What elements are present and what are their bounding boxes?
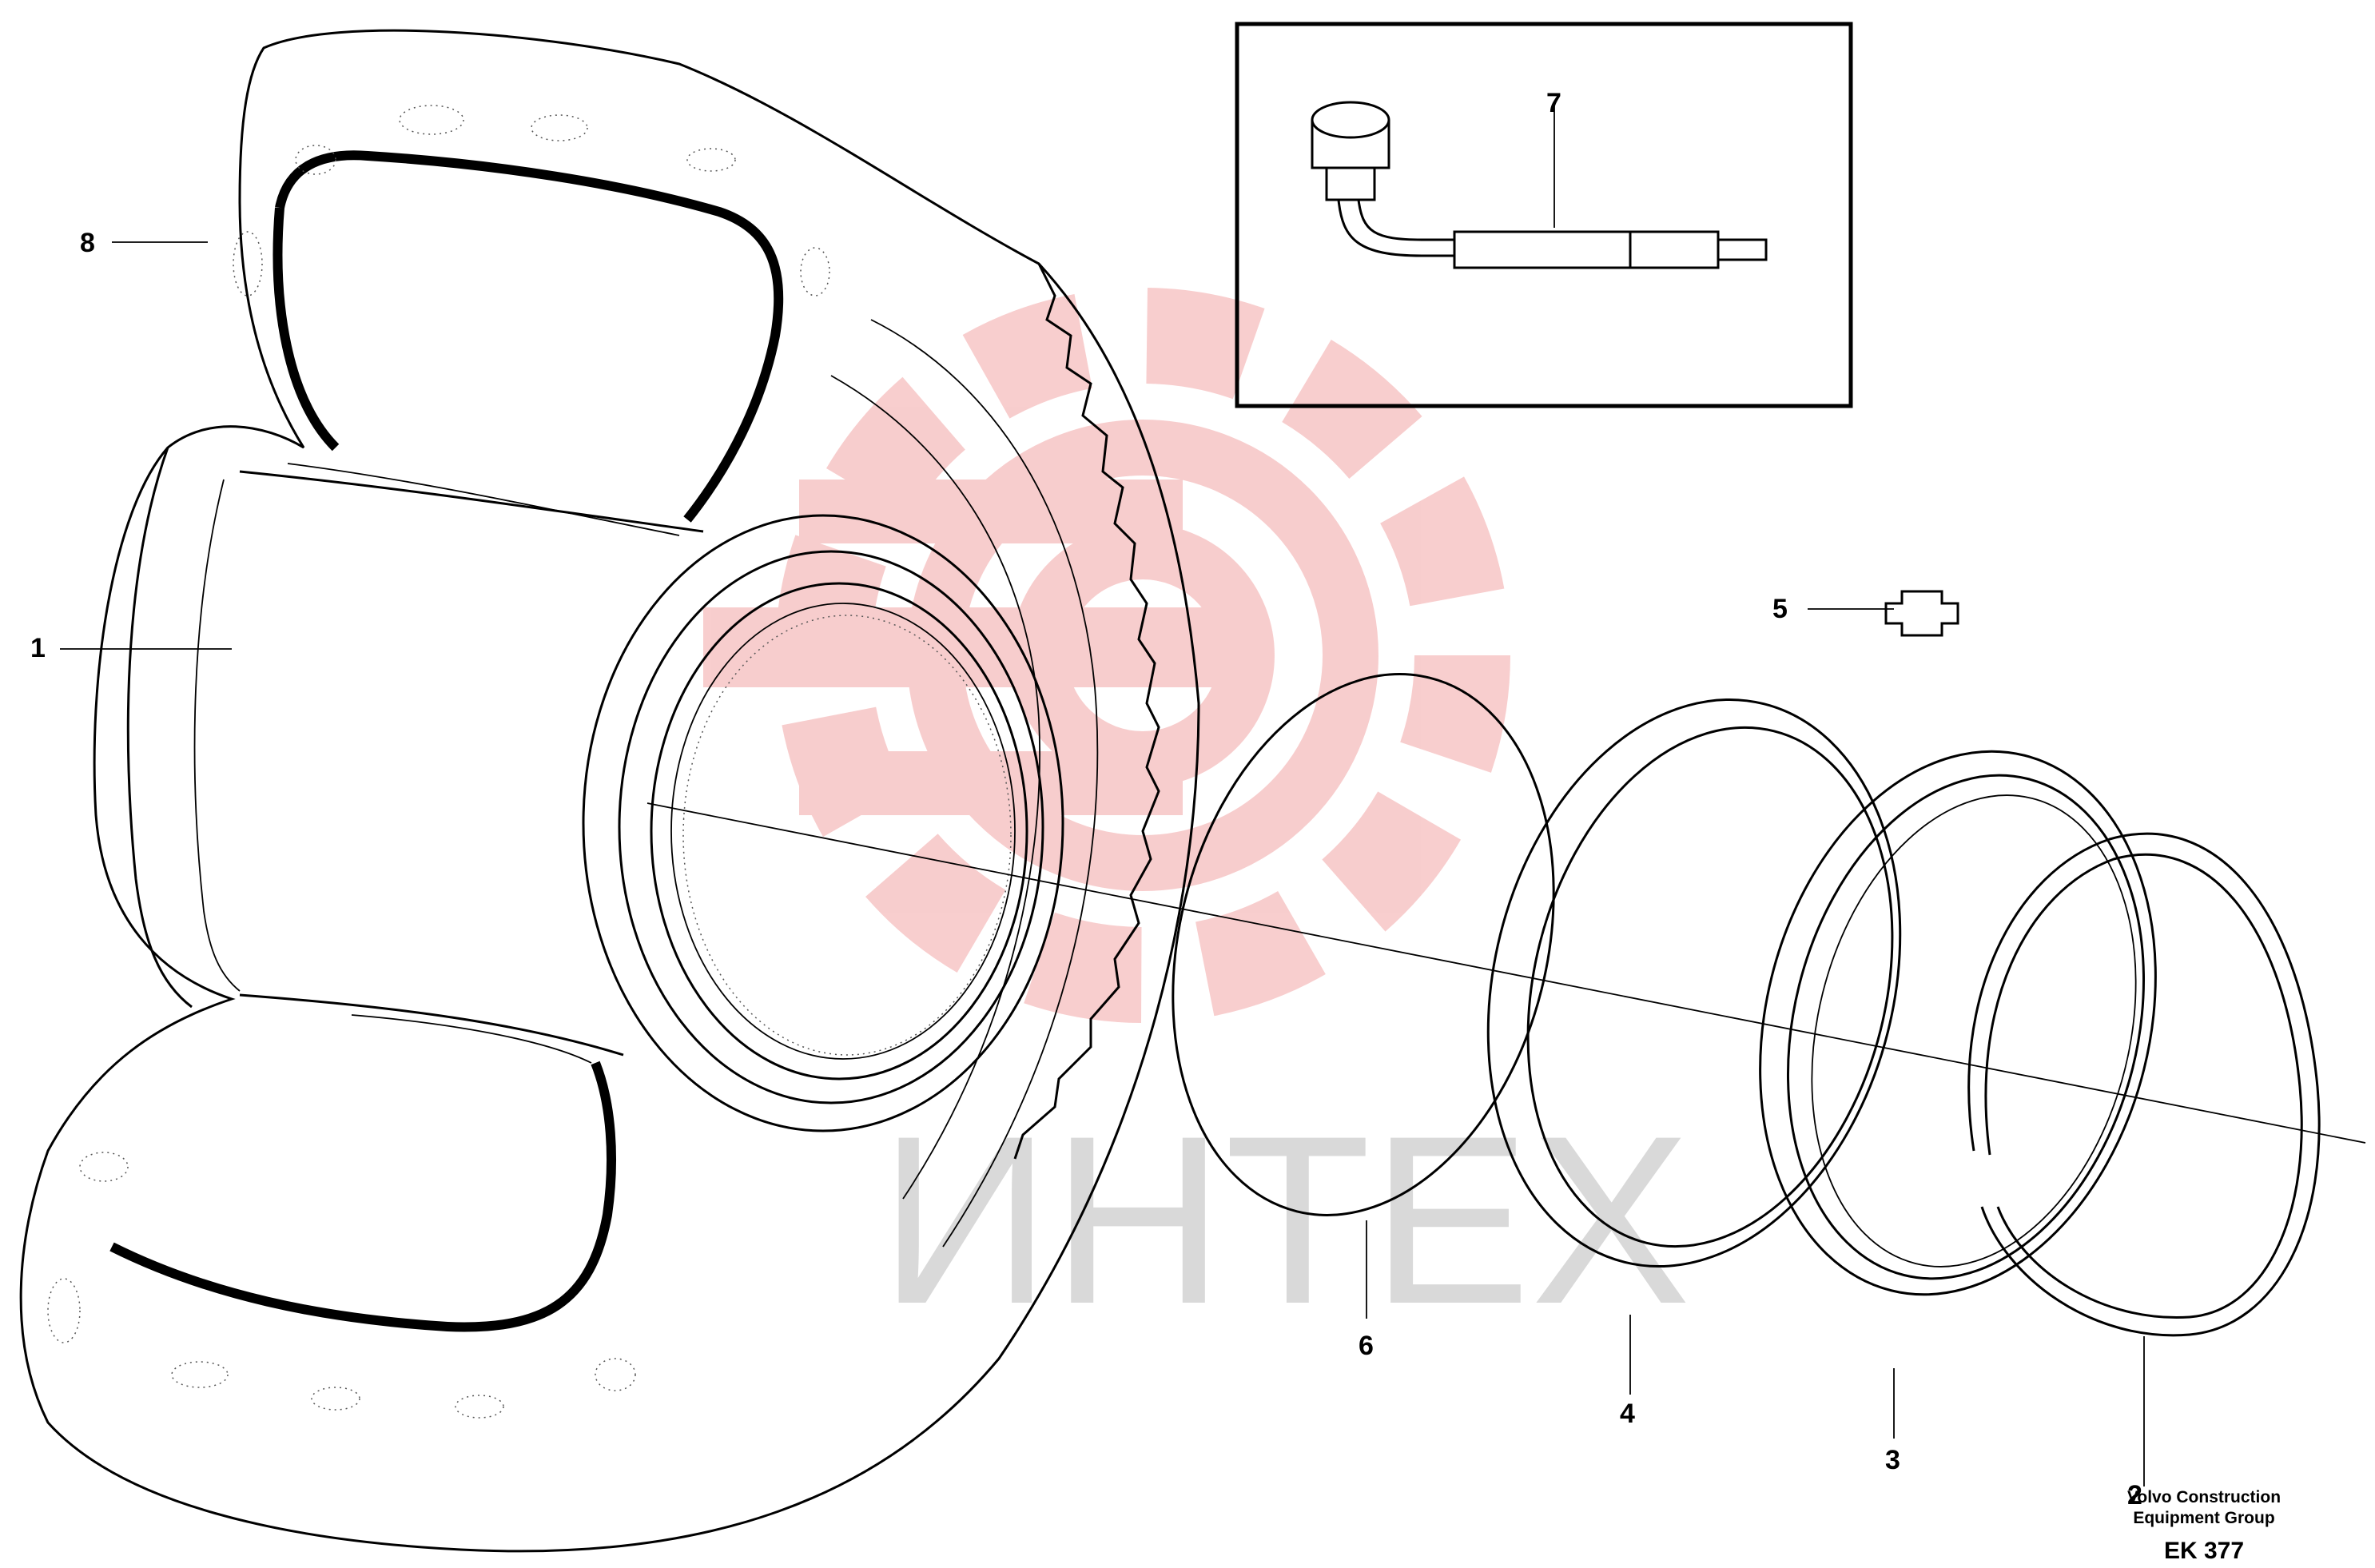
valve-assembly (1311, 101, 1768, 269)
watermark-text: ИНТЕХ (879, 1085, 1691, 1354)
center-axis-line (646, 802, 2366, 1144)
lock-key (1884, 590, 1959, 637)
tire (19, 29, 1200, 1553)
callout-8: 8 (80, 228, 95, 258)
callout-3: 3 (1885, 1445, 1900, 1475)
o-ring (1172, 673, 1555, 1216)
leader-lines (60, 104, 2145, 1486)
callout-1: 1 (30, 633, 46, 663)
caption-line-1: Volvo Construction (2127, 1488, 2281, 1506)
callout-6: 6 (1359, 1331, 1374, 1361)
bead-seat-band (1486, 698, 1902, 1268)
caption-line-2: Equipment Group (2133, 1509, 2274, 1527)
valve-inset-frame (1235, 22, 1853, 408)
lock-ring (1967, 832, 2321, 1337)
callout-4: 4 (1620, 1399, 1635, 1429)
drawing-code: EK 377 (2164, 1538, 2244, 1564)
callout-5: 5 (1772, 594, 1788, 624)
callout-7: 7 (1546, 88, 1561, 118)
watermark-logo (703, 288, 1510, 1023)
callout-2: 2 (2127, 1480, 2142, 1510)
flange (1759, 750, 2157, 1296)
